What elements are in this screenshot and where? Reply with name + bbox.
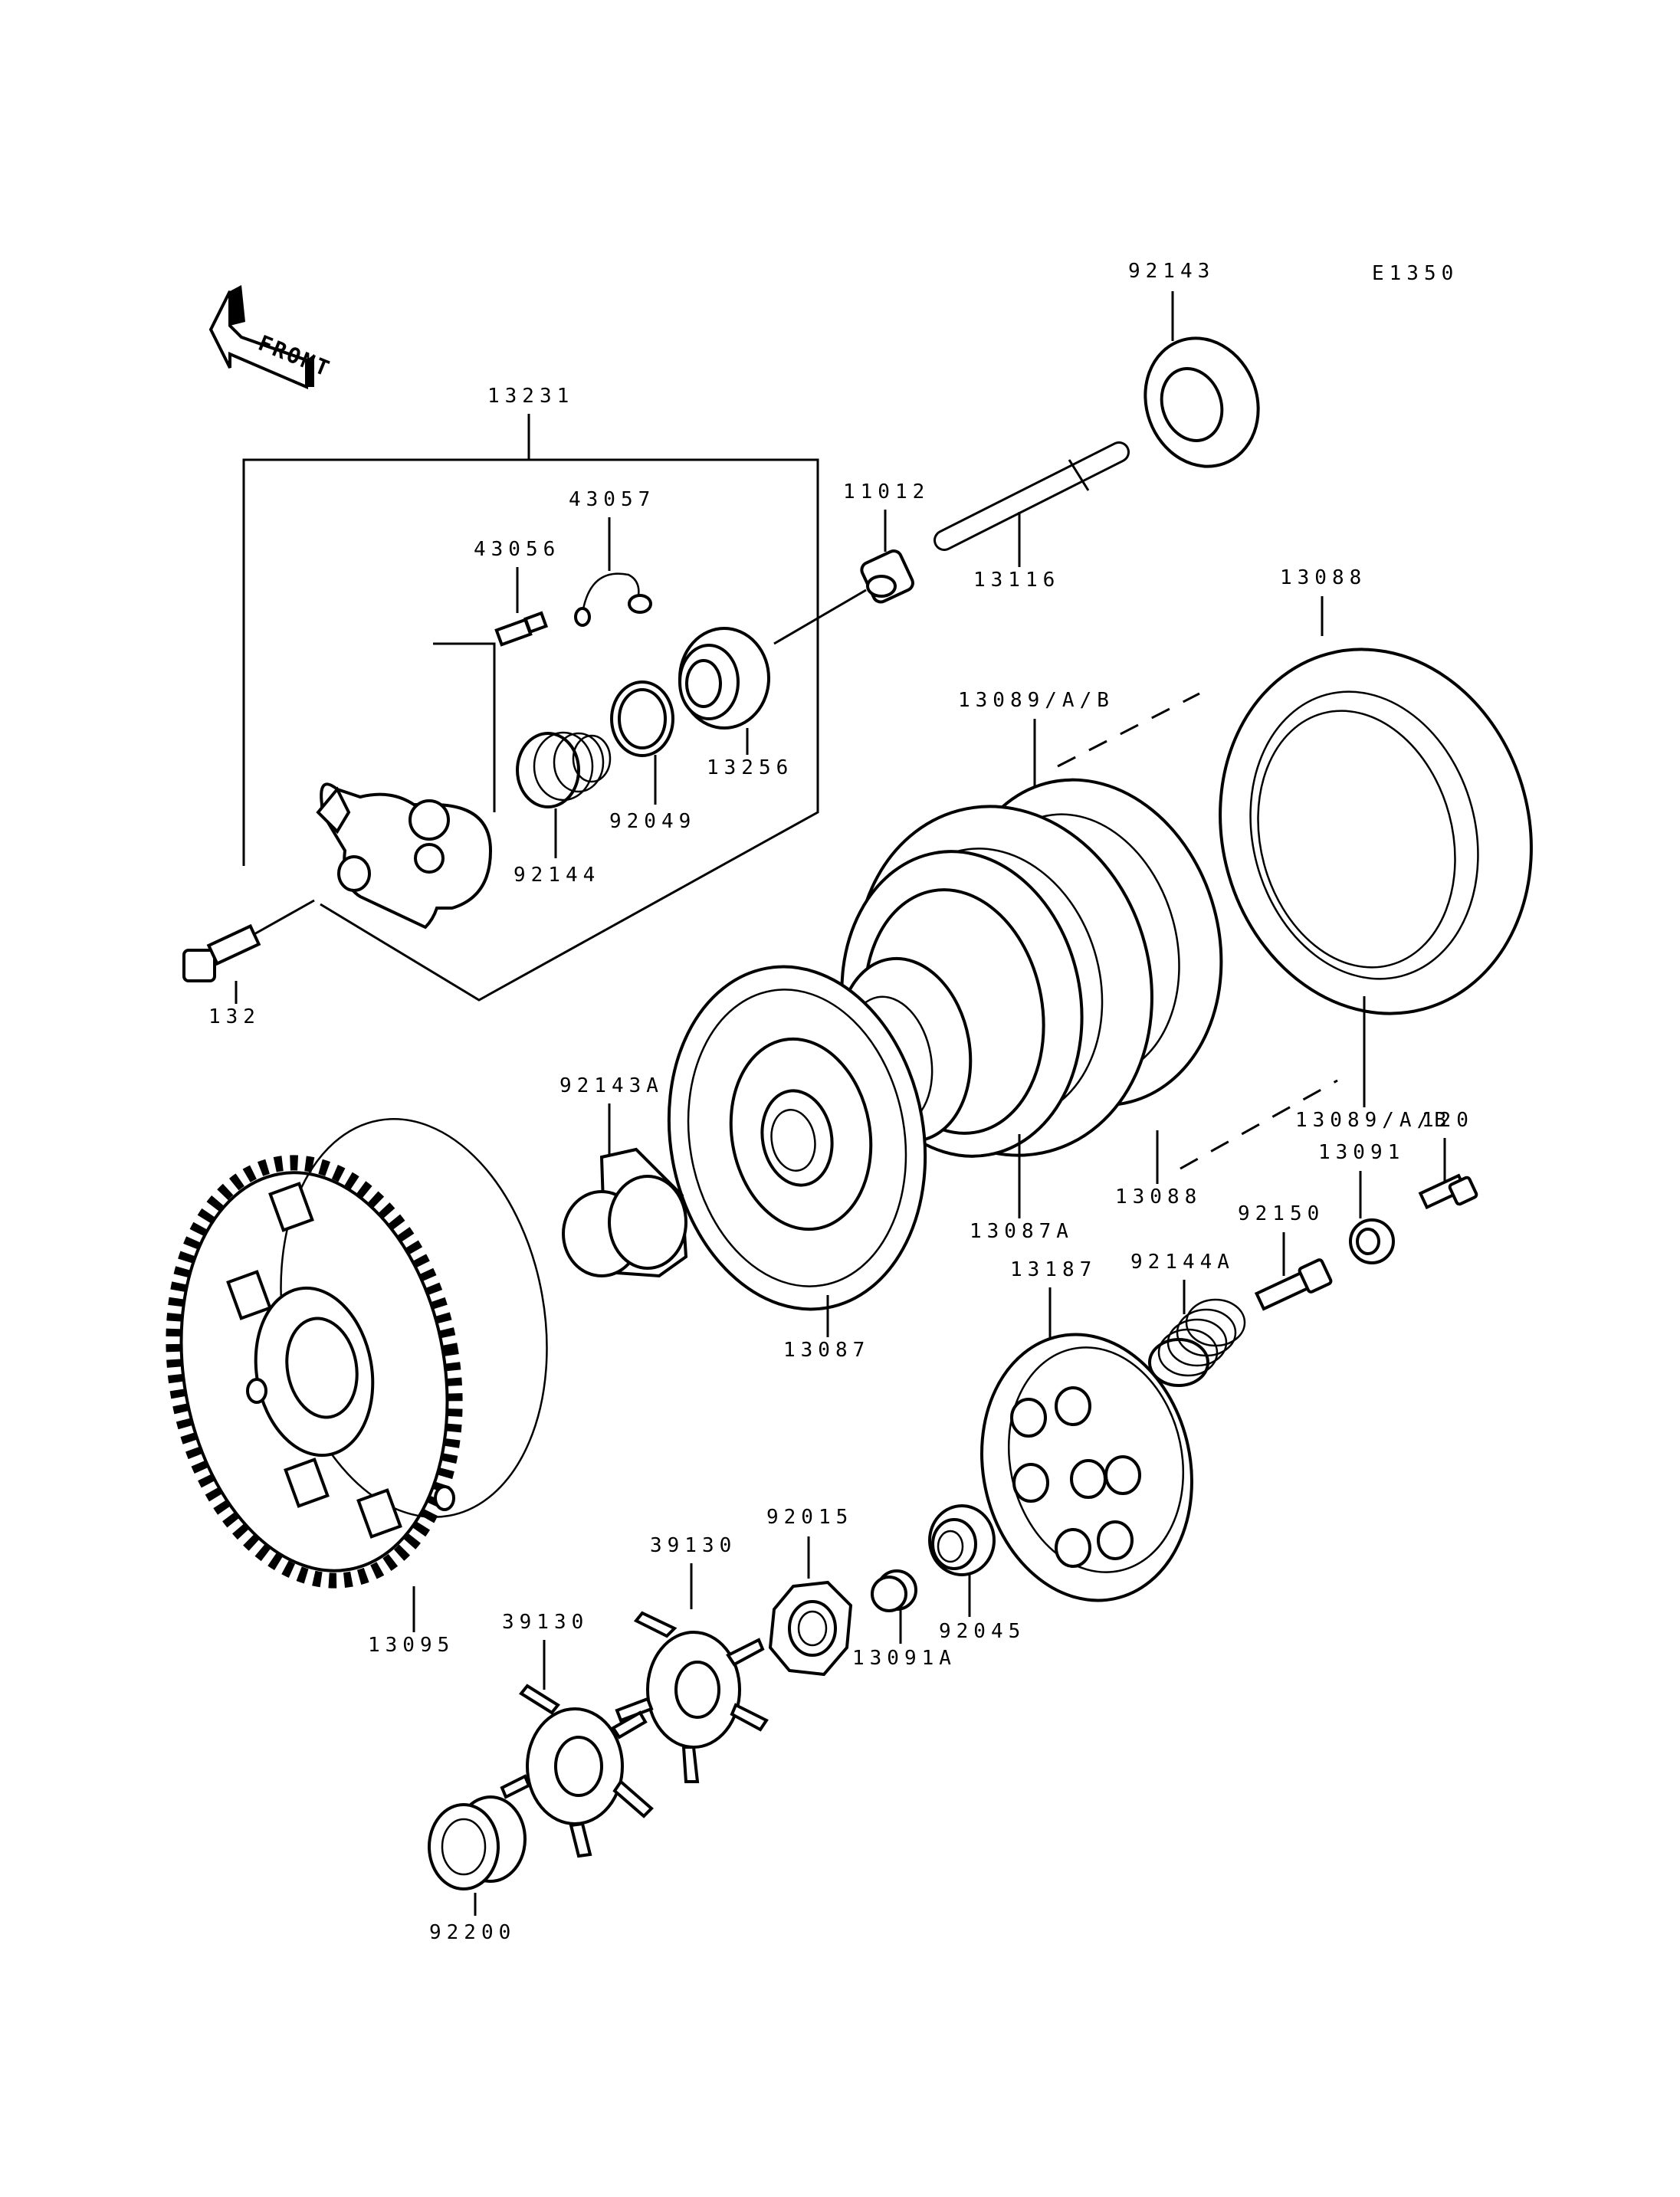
label-92045: 92045 xyxy=(939,1620,1025,1643)
part-11012-sleeve: 11012 xyxy=(843,480,930,604)
part-92144A-spring: 92144A xyxy=(1130,1251,1246,1387)
part-92015-nut: 92015 xyxy=(766,1506,853,1677)
part-13088-friction-plate-top: 13088 xyxy=(1219,566,1533,1015)
part-132-bolt: 132 xyxy=(182,899,315,1028)
part-13187-pressure-plate: 13187 xyxy=(980,1258,1193,1602)
label-13088-bot: 13088 xyxy=(1115,1185,1202,1208)
front-arrow-icon: FRONT xyxy=(208,285,335,390)
label-92144A: 92144A xyxy=(1130,1251,1235,1274)
label-120: 120 xyxy=(1422,1109,1474,1132)
part-92150-bolt: 92150 xyxy=(1238,1202,1333,1311)
label-92200: 92200 xyxy=(429,1921,516,1944)
label-92015: 92015 xyxy=(766,1506,853,1529)
label-13231: 13231 xyxy=(487,385,574,408)
label-13089-bot-group: 13089/A/B xyxy=(1295,996,1452,1132)
label-92143A: 92143A xyxy=(559,1074,664,1097)
part-92045-bearing: 92045 xyxy=(928,1504,1025,1643)
part-39130-lock-washer-left: 39130 xyxy=(500,1611,654,1858)
label-13091: 13091 xyxy=(1318,1141,1405,1164)
label-43056: 43056 xyxy=(474,538,560,561)
part-92143A-collar: 92143A xyxy=(559,1074,688,1278)
label-13087: 13087 xyxy=(783,1339,870,1362)
part-92144-spring: 92144 xyxy=(514,731,612,887)
label-13089-top: 13089/A/B xyxy=(958,689,1114,712)
part-13091A-collar: 13091A xyxy=(852,1569,956,1670)
label-92150: 92150 xyxy=(1238,1202,1324,1225)
part-13256-bearing: 13256 xyxy=(678,627,793,779)
diagram-code: E1350 xyxy=(1372,262,1459,285)
label-13095: 13095 xyxy=(368,1634,454,1657)
part-39130-lock-washer-right: 39130 xyxy=(615,1534,769,1783)
part-92143-seal: 92143 xyxy=(1128,260,1260,468)
part-13095-clutch-housing: 13095 xyxy=(166,1118,548,1657)
label-39130-l: 39130 xyxy=(502,1611,589,1634)
part-43057-clip: 43057 xyxy=(569,488,655,627)
part-13087-pressure-plate: 13087 xyxy=(667,965,927,1362)
label-43057: 43057 xyxy=(569,488,655,511)
label-13116: 13116 xyxy=(973,569,1060,592)
part-slave-cylinder xyxy=(316,642,496,930)
part-43056-bleeder: 43056 xyxy=(474,538,560,647)
part-13116-push-rod: 13116 xyxy=(934,441,1130,592)
label-13187: 13187 xyxy=(1010,1258,1097,1281)
part-92200-needle-bearing: 92200 xyxy=(428,1795,527,1944)
part-92049-seal: 92049 xyxy=(609,680,696,833)
label-13088-top: 13088 xyxy=(1280,566,1367,589)
label-39130-r: 39130 xyxy=(650,1534,737,1557)
label-13089-bot: 13089/A/B xyxy=(1295,1109,1452,1132)
assembly-13231: 13231 xyxy=(242,385,819,1002)
label-92143: 92143 xyxy=(1128,260,1215,283)
label-92049: 92049 xyxy=(609,810,696,833)
label-92144: 92144 xyxy=(514,864,600,887)
label-132: 132 xyxy=(208,1005,261,1028)
part-13091-collar: 13091 xyxy=(1318,1141,1405,1264)
label-13087A: 13087A xyxy=(970,1220,1074,1243)
label-13256: 13256 xyxy=(707,756,793,779)
label-11012: 11012 xyxy=(843,480,930,503)
part-120-bolt: 120 xyxy=(1418,1109,1478,1210)
label-13091A: 13091A xyxy=(852,1647,956,1670)
